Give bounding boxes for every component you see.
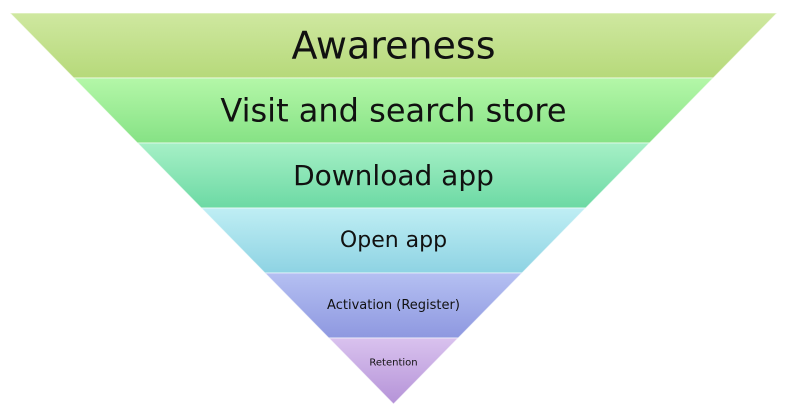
funnel-stage-label: Activation (Register) xyxy=(327,298,460,313)
funnel-stage-label: Download app xyxy=(293,159,494,192)
funnel-stage: Open app xyxy=(200,207,587,274)
funnel-stage-label: Awareness xyxy=(291,24,495,68)
funnel-stage: Retention xyxy=(327,337,460,405)
funnel-stage: Visit and search store xyxy=(72,77,715,144)
funnel-stage-label: Visit and search store xyxy=(220,92,566,130)
funnel-stage-label: Open app xyxy=(340,228,447,253)
funnel-stage: Awareness xyxy=(8,12,779,79)
funnel-stage: Activation (Register) xyxy=(263,272,524,339)
funnel-stage-label: Retention xyxy=(369,358,417,369)
funnel-stage-shape xyxy=(327,337,460,405)
funnel-stage: Download app xyxy=(136,142,651,209)
